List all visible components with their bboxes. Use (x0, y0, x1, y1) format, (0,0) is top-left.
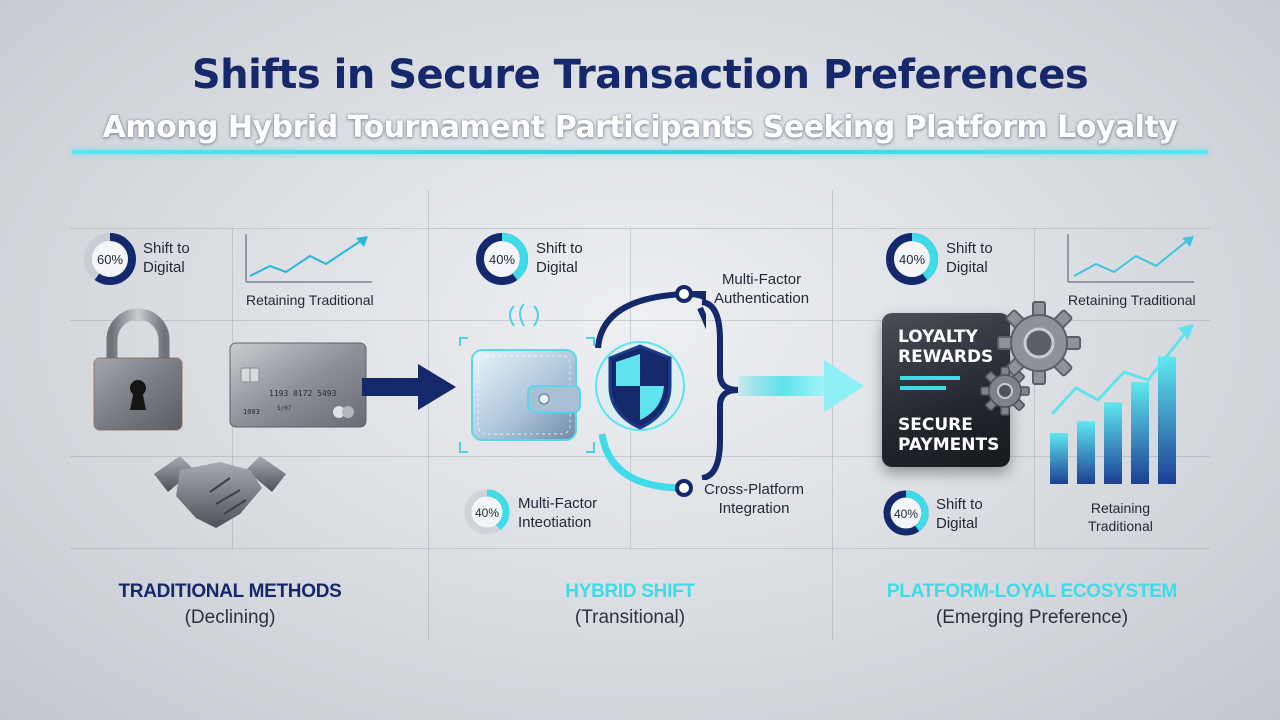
traditional-subtitle: (Declining) (184, 607, 276, 628)
panel-line4: PAYMENTS (898, 435, 1000, 455)
loyal-bottom-label: Shift to Digital (936, 495, 983, 533)
hybrid-donut-bottom: 40% (462, 487, 512, 537)
hybrid-stat-line1: Shift to (536, 240, 583, 257)
node-cross-platform: Cross-Platform Integration (704, 480, 804, 518)
node-mfa: Multi-Factor Authentication (714, 270, 809, 308)
loyal-trend-chart (1066, 232, 1198, 286)
loyal-bottom-line1: Shift to (936, 496, 983, 513)
grid-h-4 (70, 548, 1210, 549)
node-cross-platform-line1: Cross-Platform (704, 481, 805, 498)
loyal-title: PLATFORM-LOYAL ECOSYSTEM (886, 581, 1178, 602)
panel-progress-lines (900, 374, 980, 394)
card-line2: 1003 (243, 408, 260, 416)
loyal-stat-label: Shift to Digital (946, 239, 993, 277)
loyal-donut-bottom-label: 40% (894, 507, 918, 521)
hybrid-donut-bottom-arc (464, 489, 510, 535)
loyal-donut-top-label: 40% (899, 252, 925, 267)
loyal-growth-bars (1050, 324, 1194, 484)
loyal-bars-caption: Retaining Traditional (1088, 499, 1153, 535)
traditional-donut: 60% (82, 231, 138, 287)
arrow-hybrid-to-loyal (738, 356, 866, 416)
loyalty-rewards-label: LOYALTY REWARDS (898, 327, 993, 367)
traditional-title: TRADITIONAL METHODS (118, 581, 342, 602)
digital-wallet-icon (458, 302, 596, 458)
loyal-donut-top: 40% (884, 231, 940, 287)
gear-small-icon (980, 366, 1030, 416)
loyal-donut-bottom-arc (883, 490, 929, 536)
growth-bar (1104, 402, 1122, 484)
hybrid-donut-top-arc (476, 233, 528, 285)
card-number: 1193 0172 5493 (269, 389, 337, 398)
traditional-stat-label: Shift to Digital (143, 239, 190, 277)
panel-line1: LOYALTY (898, 327, 978, 347)
hybrid-title: HYBRID SHIFT (565, 581, 695, 602)
hybrid-brace (700, 299, 740, 481)
loyal-bottom-line2: Digital (936, 515, 978, 532)
grid-v-3 (1034, 228, 1035, 548)
hybrid-stat-line2: Digital (536, 259, 578, 276)
handshake-icon (150, 448, 290, 534)
grid-h-2 (70, 320, 1210, 321)
loyal-donut-top-arc (886, 233, 938, 285)
node-mfa-line2: Authentication (714, 290, 810, 307)
divider-1 (428, 190, 429, 640)
hybrid-donut-top-label: 40% (489, 252, 515, 267)
traditional-trend-chart (244, 232, 376, 286)
loyal-subtitle: (Emerging Preference) (935, 607, 1129, 628)
loyal-trend-caption: Retaining Traditional (1068, 292, 1196, 308)
panel-line2: REWARDS (898, 347, 994, 367)
traditional-donut-arc (84, 233, 136, 285)
hybrid-connector (580, 272, 729, 510)
grid-h-3 (70, 456, 1210, 457)
hybrid-bottom-label: Multi-Factor Inteotiation (518, 494, 597, 532)
node-mfa-line1: Multi-Factor (721, 271, 802, 288)
divider-2 (832, 190, 833, 640)
page-subtitle: Among Hybrid Tournament Participants See… (102, 110, 1178, 145)
hybrid-stat-label: Shift to Digital (536, 239, 583, 277)
hybrid-donut-bottom-label: 40% (475, 506, 499, 520)
growth-bar (1131, 382, 1149, 484)
hybrid-donut-top: 40% (474, 231, 530, 287)
growth-bar (1050, 433, 1068, 484)
growth-bar (1158, 356, 1176, 484)
page-title: Shifts in Secure Transaction Preferences (191, 52, 1089, 98)
title-underline (72, 150, 1208, 154)
loyal-donut-bottom: 40% (881, 488, 931, 538)
loyal-stat-line2: Digital (946, 259, 988, 276)
hybrid-bottom-line2: Inteotiation (518, 514, 592, 531)
card-line3: 5/07 (277, 405, 292, 412)
shield-icon (588, 324, 692, 446)
grid-h-1 (70, 228, 1210, 229)
traditional-trend-caption: Retaining Traditional (246, 292, 374, 308)
traditional-stat-line1: Shift to (143, 240, 190, 257)
node-cross-platform-line2: Integration (718, 500, 790, 517)
hybrid-bottom-line1: Multi-Factor (518, 495, 598, 512)
panel-line3: SECURE (898, 415, 973, 435)
loyal-bars-caption-line2: Traditional (1088, 518, 1153, 534)
hybrid-subtitle: (Transitional) (574, 607, 686, 628)
growth-bar (1077, 421, 1095, 484)
traditional-donut-label: 60% (97, 252, 123, 267)
padlock-icon (90, 306, 186, 434)
secure-payments-label: SECURE PAYMENTS (898, 415, 999, 455)
loyal-stat-line1: Shift to (946, 240, 993, 257)
arrow-traditional-to-hybrid (362, 362, 458, 412)
loyal-bars-caption-line1: Retaining (1090, 500, 1150, 516)
traditional-stat-line2: Digital (143, 259, 185, 276)
credit-card-icon: 1193 0172 5493 1003 5/07 (229, 342, 367, 428)
gear-icon (996, 300, 1082, 386)
